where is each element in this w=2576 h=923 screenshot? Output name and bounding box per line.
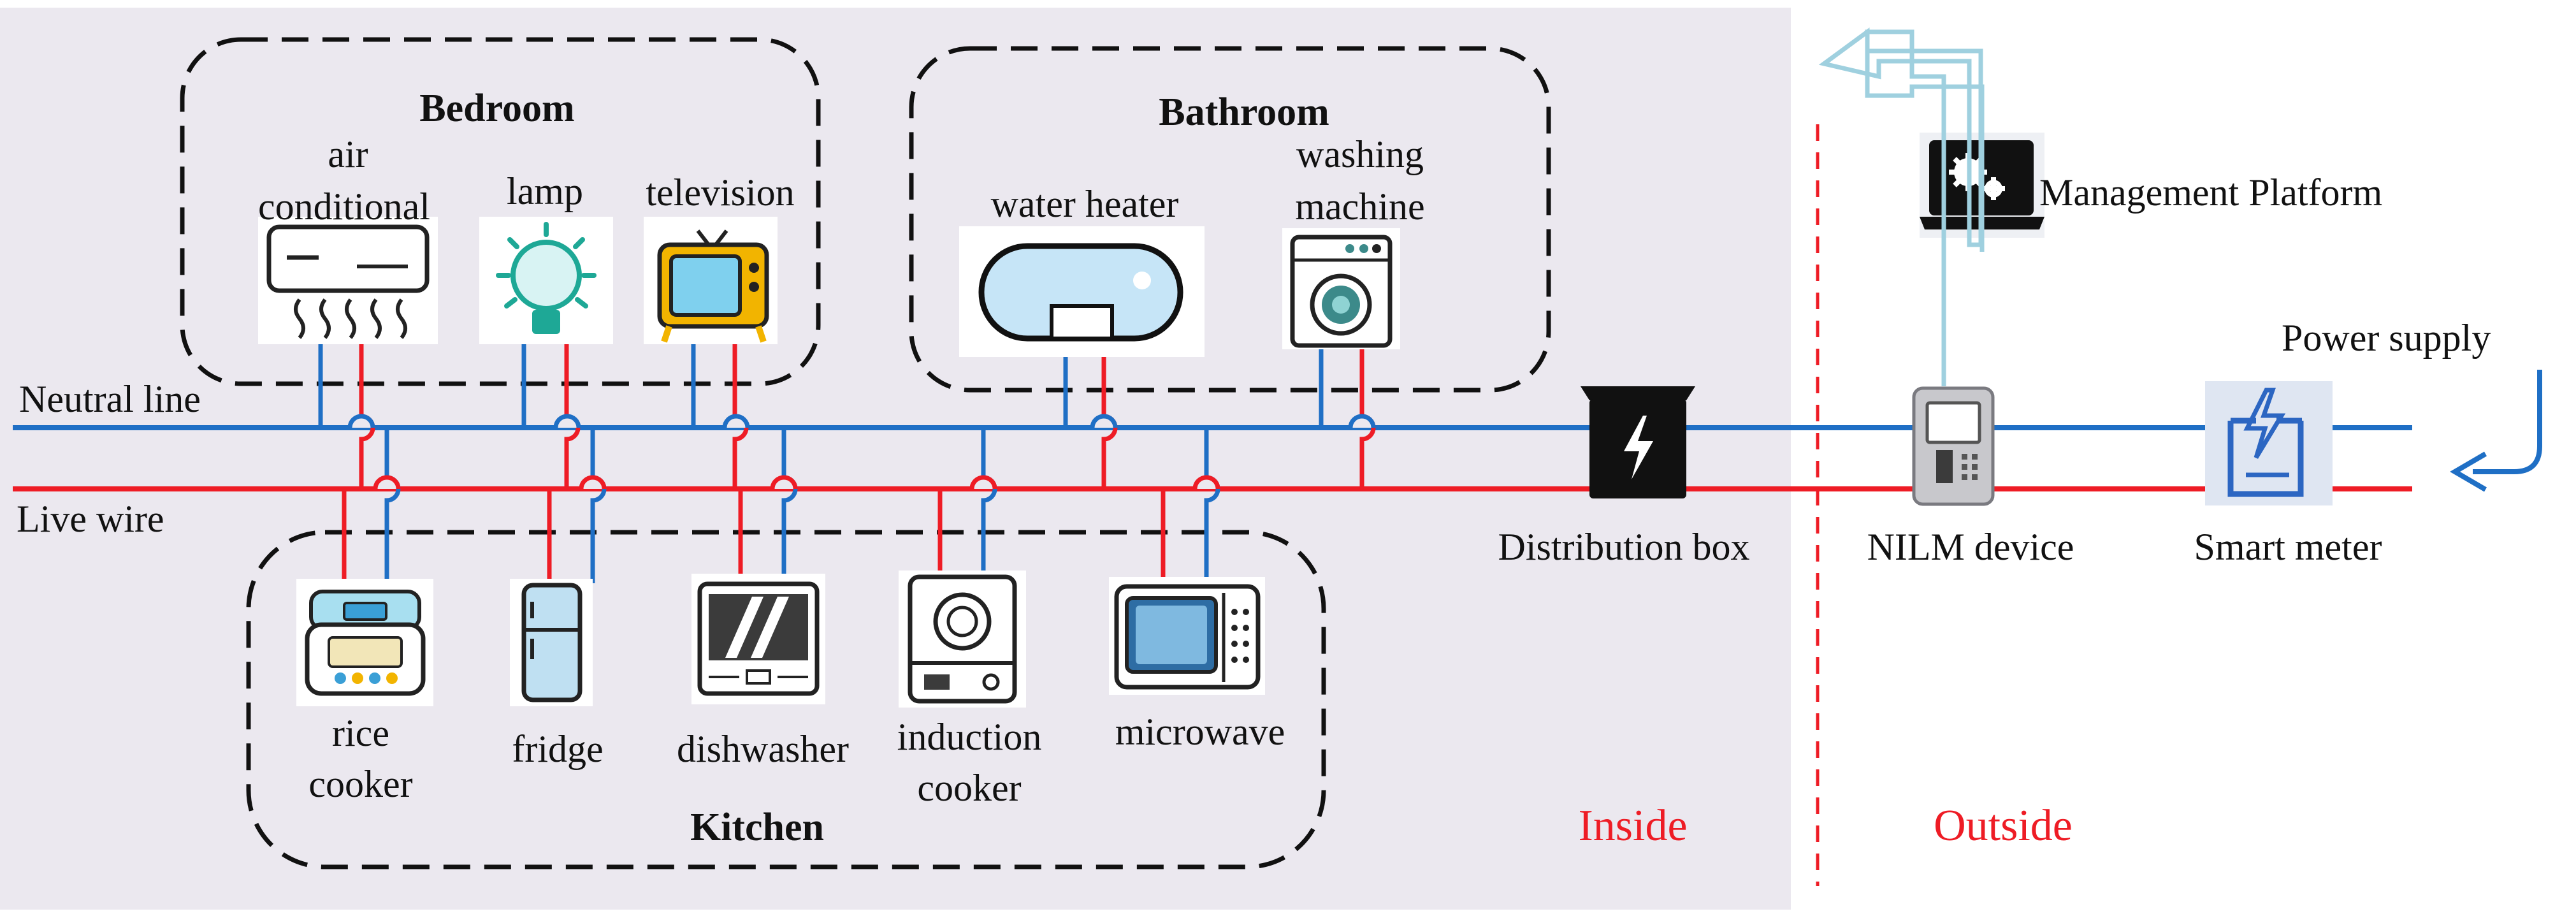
management-platform-label: Management Platform <box>2039 171 2382 214</box>
rice-cooker-label-line2: cooker <box>308 763 412 805</box>
bathroom-title: Bathroom <box>1159 91 1329 134</box>
water-heater-label: water heater <box>991 183 1179 225</box>
induction-cooker-label-line2: cooker <box>917 767 1021 809</box>
rice-cooker-label-line1: rice <box>332 712 389 754</box>
television-icon <box>644 217 778 344</box>
dishwasher-label: dishwasher <box>677 728 849 770</box>
washing-machine-icon <box>1282 228 1400 349</box>
data-flow-arrow <box>1865 29 1985 386</box>
neutral-line-label: Neutral line <box>19 378 201 420</box>
bedroom-title: Bedroom <box>419 87 574 130</box>
microwave-label: microwave <box>1115 711 1285 753</box>
washing-machine-label-line2: machine <box>1295 185 1424 228</box>
distribution-box-label: Distribution box <box>1498 526 1749 568</box>
air-conditional-label-line2: conditional <box>258 185 430 228</box>
water-heater-icon <box>959 226 1205 357</box>
live-hops <box>373 475 1220 490</box>
bedroom-zone <box>180 37 821 386</box>
kitchen-title: Kitchen <box>690 806 824 849</box>
fridge-icon <box>510 579 593 706</box>
fridge-label: fridge <box>512 728 603 770</box>
distribution-box-icon <box>1581 386 1695 498</box>
nilm-device-label: NILM device <box>1867 526 2074 568</box>
data-flow-arrow-head <box>1818 27 1983 247</box>
neutral-hops <box>347 414 1376 428</box>
rice-cooker-icon <box>296 579 433 706</box>
microwave-icon <box>1109 577 1265 695</box>
television-label: television <box>646 171 794 214</box>
inside-area <box>0 8 1791 910</box>
power-supply-label: Power supply <box>2282 317 2491 359</box>
smart-meter-label: Smart meter <box>2194 526 2382 568</box>
induction-cooker-icon <box>899 571 1026 708</box>
dishwasher-icon <box>691 574 825 704</box>
inside-label: Inside <box>1578 801 1687 850</box>
lamp-icon <box>479 217 613 344</box>
outside-label: Outside <box>1934 801 2073 850</box>
power-supply-arrow <box>2450 370 2542 492</box>
nilm-device-icon <box>1912 386 1995 506</box>
washing-machine-label-line1: washing <box>1296 133 1424 175</box>
bathroom-zone <box>909 46 1551 393</box>
lamp-label: lamp <box>507 170 583 212</box>
smart-meter-icon <box>2205 381 2333 505</box>
live-wire-label: Live wire <box>17 498 164 540</box>
air-conditioner-icon <box>258 217 438 344</box>
air-conditional-label-line1: air <box>328 133 368 175</box>
induction-cooker-label-line1: induction <box>897 716 1042 758</box>
